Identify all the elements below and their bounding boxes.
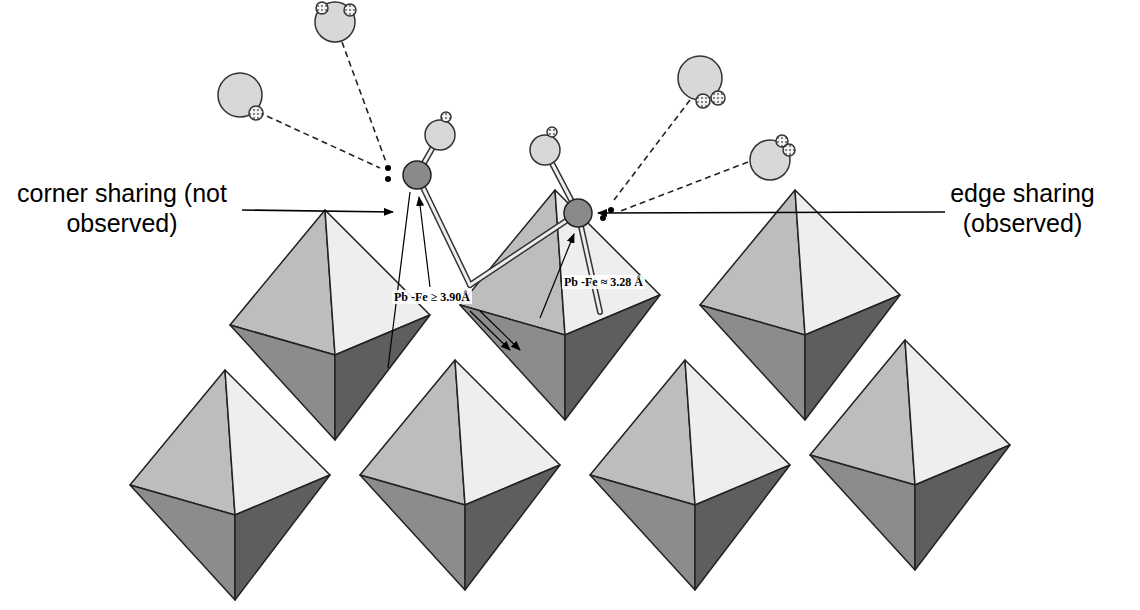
distance-label: Pb -Fe ≥ 3.90Å bbox=[392, 290, 472, 304]
pb-o-bonds-part-part bbox=[578, 213, 600, 312]
lone-pairs-part bbox=[600, 215, 606, 221]
callout-label: corner sharing (not observed) bbox=[12, 178, 232, 238]
pb-o-bonds-part-part bbox=[417, 175, 470, 285]
pb-o-bonds-part-part bbox=[578, 213, 600, 312]
water-molecules-part bbox=[425, 120, 455, 150]
lone-pairs bbox=[385, 165, 614, 221]
callout-label: edge sharing (observed) bbox=[920, 178, 1125, 238]
fe-octahedra-part bbox=[810, 455, 915, 570]
pb-atoms-part bbox=[403, 161, 431, 189]
fe-octahedra-part bbox=[565, 295, 660, 420]
distance-arrows-part bbox=[419, 197, 430, 287]
pb-atoms-part bbox=[564, 199, 592, 227]
hydrogen-bonds bbox=[258, 42, 748, 212]
water-molecules-part bbox=[249, 106, 263, 120]
fe-octahedra-part bbox=[915, 445, 1010, 570]
fe-octahedra-part bbox=[465, 465, 560, 590]
hydrogen-bonds-part bbox=[342, 42, 386, 162]
lone-pairs-part bbox=[608, 207, 614, 213]
fe-octahedra-part bbox=[695, 465, 790, 590]
hydrogen-bonds-part bbox=[614, 100, 690, 200]
distance-arrows-part bbox=[470, 311, 510, 350]
hydrogen-bonds-part bbox=[258, 112, 380, 168]
water-molecules-part bbox=[530, 135, 560, 165]
fe-octahedra-part bbox=[590, 475, 695, 590]
lone-pairs-part bbox=[385, 165, 391, 171]
water-molecules-part bbox=[316, 2, 328, 14]
fe-octahedra-part bbox=[360, 475, 465, 590]
fe-octahedra-part bbox=[130, 485, 235, 600]
water-molecules-part bbox=[441, 112, 451, 122]
distance-arrows-part bbox=[598, 212, 945, 213]
pb-o-bonds-part-part bbox=[417, 175, 470, 285]
water-molecules-part bbox=[711, 91, 725, 105]
distance-label: Pb -Fe ≈ 3.28 Å bbox=[562, 275, 645, 289]
water-molecules-part bbox=[783, 144, 795, 156]
hydrogen-bonds-part bbox=[618, 162, 748, 212]
distance-arrows-part bbox=[388, 192, 410, 368]
fe-octahedra bbox=[130, 190, 1010, 600]
water-molecules-part bbox=[696, 94, 710, 108]
water-molecules bbox=[218, 2, 795, 180]
distance-arrows-part bbox=[480, 311, 520, 350]
water-molecules-part bbox=[547, 127, 557, 137]
pb-atoms bbox=[403, 161, 592, 227]
lone-pairs-part bbox=[385, 176, 391, 182]
distance-arrows bbox=[242, 192, 945, 368]
water-molecules-part bbox=[315, 2, 355, 42]
fe-octahedra-part bbox=[235, 475, 330, 600]
water-molecules-part bbox=[344, 4, 356, 16]
distance-arrows-part bbox=[242, 210, 393, 212]
